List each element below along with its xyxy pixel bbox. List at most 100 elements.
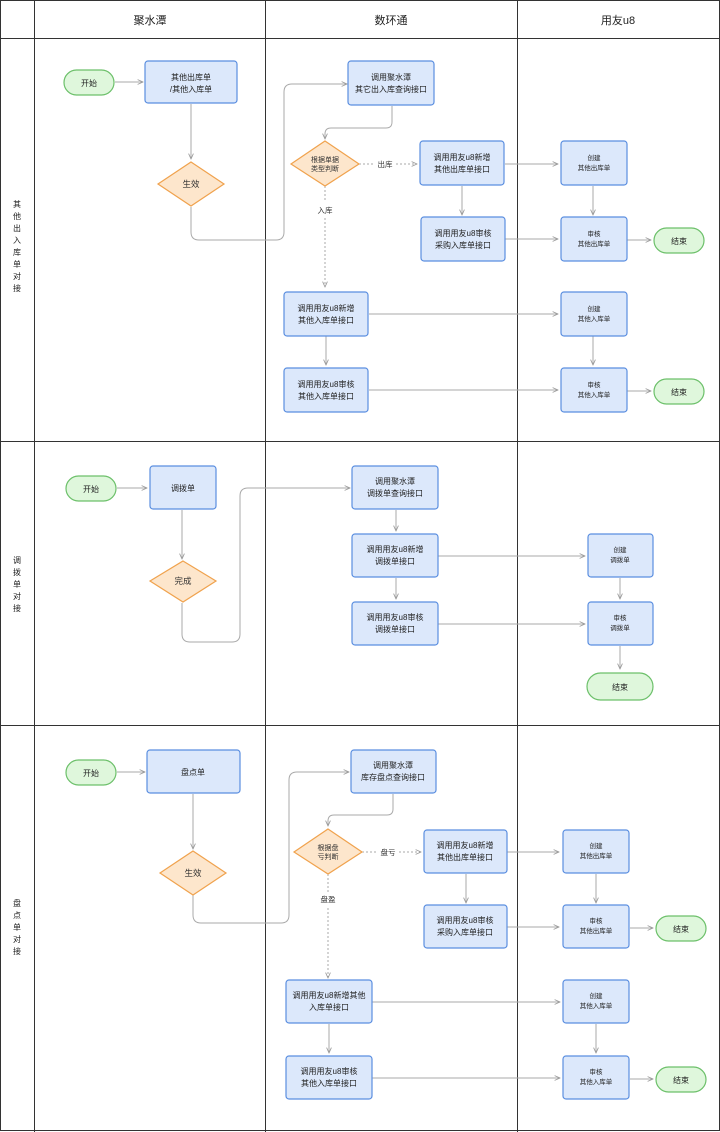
lane3-u8-out-create-node xyxy=(562,829,630,874)
lane1-query-node xyxy=(347,60,435,106)
column-header-yonyou-u8: 用友u8 xyxy=(601,13,635,27)
lane1-out-create-node xyxy=(419,140,505,186)
svg-text:调用用友u8审核: 调用用友u8审核 xyxy=(437,915,494,925)
svg-text:出: 出 xyxy=(13,223,21,233)
lane3-loss-label: 盘亏 xyxy=(381,847,396,857)
svg-text:采购入库单接口: 采购入库单接口 xyxy=(437,927,493,937)
lane3-edges xyxy=(117,772,653,1079)
lane3-u8-in-create-node xyxy=(562,979,630,1024)
lane2-edges xyxy=(117,488,620,669)
lane2-complete-decision xyxy=(148,560,218,603)
column-header-shuhuantong: 数环通 xyxy=(375,14,408,27)
svg-text:开始: 开始 xyxy=(81,78,97,88)
svg-text:创建: 创建 xyxy=(590,841,604,850)
svg-text:盘: 盘 xyxy=(13,898,21,908)
svg-text:调拨单: 调拨单 xyxy=(171,483,195,493)
lane3-end-node-2 xyxy=(655,1066,707,1093)
lane3-start-node xyxy=(65,759,117,786)
svg-text:其他入库单接口: 其他入库单接口 xyxy=(298,315,354,325)
svg-text:其他出库单接口: 其他出库单接口 xyxy=(434,164,490,174)
lane1-u8-out-audit-node xyxy=(560,216,628,262)
lane3-in-create-node xyxy=(285,979,373,1024)
svg-text:审核: 审核 xyxy=(590,1067,604,1076)
lane3-gain-label: 盘盈 xyxy=(321,894,336,904)
lane1-start-node xyxy=(63,69,115,96)
svg-text:调用用友u8新增: 调用用友u8新增 xyxy=(434,152,491,162)
svg-text:调用用友u8审核: 调用用友u8审核 xyxy=(367,612,424,622)
svg-text:调用用友u8审核: 调用用友u8审核 xyxy=(435,228,492,238)
svg-text:/其他入库单: /其他入库单 xyxy=(170,84,212,94)
svg-text:其他入库单: 其他入库单 xyxy=(578,390,611,399)
svg-text:调用用友u8新增其他: 调用用友u8新增其他 xyxy=(293,990,366,1000)
column-header-jushuitan: 聚水潭 xyxy=(134,14,167,27)
svg-text:结束: 结束 xyxy=(671,387,687,397)
svg-text:创建: 创建 xyxy=(614,545,628,554)
lane2-create-node xyxy=(351,533,439,578)
lane2-doc-node xyxy=(149,465,217,510)
svg-text:亏判断: 亏判断 xyxy=(318,852,339,861)
svg-text:生效: 生效 xyxy=(184,868,202,878)
svg-text:调用用友u8新增: 调用用友u8新增 xyxy=(367,544,424,554)
svg-text:审核: 审核 xyxy=(590,916,604,925)
lane3-loss-decision xyxy=(292,828,364,875)
lane1-out-label: 出库 xyxy=(378,159,393,169)
lane1-in-audit-node xyxy=(283,367,369,413)
svg-text:调用聚水潭: 调用聚水潭 xyxy=(375,476,415,486)
svg-text:库存盘点查询接口: 库存盘点查询接口 xyxy=(361,772,425,782)
svg-text:对: 对 xyxy=(13,591,21,601)
svg-text:开始: 开始 xyxy=(83,768,99,778)
svg-text:创建: 创建 xyxy=(590,991,604,1000)
svg-text:其他入库单: 其他入库单 xyxy=(580,1001,613,1010)
svg-text:创建: 创建 xyxy=(588,153,602,162)
svg-text:调拨单: 调拨单 xyxy=(610,555,630,564)
svg-text:其他入库单: 其他入库单 xyxy=(578,314,611,323)
svg-text:其他出库单: 其他出库单 xyxy=(578,163,611,172)
svg-text:其他出库单: 其他出库单 xyxy=(578,239,611,248)
svg-text:其他入库单接口: 其他入库单接口 xyxy=(301,1078,357,1088)
svg-text:调用用友u8审核: 调用用友u8审核 xyxy=(298,379,355,389)
svg-text:入: 入 xyxy=(13,236,21,245)
svg-text:其他出库单: 其他出库单 xyxy=(580,926,613,935)
svg-text:单: 单 xyxy=(13,922,21,932)
svg-text:审核: 审核 xyxy=(588,380,602,389)
lane2-start-node xyxy=(65,475,117,502)
svg-text:对: 对 xyxy=(13,271,21,281)
lane1-u8-out-create-node xyxy=(560,140,628,186)
lane3-query-node xyxy=(350,749,437,794)
svg-text:单: 单 xyxy=(13,579,21,589)
svg-text:根据单据: 根据单据 xyxy=(311,155,339,164)
svg-text:其他出库单接口: 其他出库单接口 xyxy=(437,852,493,862)
lane1-effect-decision xyxy=(156,161,226,207)
lane2-u8-create-node xyxy=(587,533,654,578)
lane3-end-node-1 xyxy=(655,915,707,942)
svg-text:库: 库 xyxy=(13,247,21,257)
lane1-end-node-1 xyxy=(653,227,705,254)
lane1-u8-in-audit-node xyxy=(560,367,628,413)
svg-text:拨: 拨 xyxy=(13,567,21,577)
lane1-end-node-2 xyxy=(653,378,705,405)
svg-text:调用用友u8新增: 调用用友u8新增 xyxy=(298,303,355,313)
svg-text:调用聚水潭: 调用聚水潭 xyxy=(371,72,411,82)
lane1-edges xyxy=(115,82,651,391)
lane1-doc-node xyxy=(144,60,238,104)
lane3-u8-out-audit-node xyxy=(562,904,630,949)
lane2-audit-node xyxy=(351,601,439,646)
svg-text:审核: 审核 xyxy=(588,229,602,238)
svg-text:调: 调 xyxy=(13,556,21,565)
svg-text:调用用友u8新增: 调用用友u8新增 xyxy=(437,840,494,850)
svg-text:接: 接 xyxy=(13,603,21,613)
lane1-in-label: 入库 xyxy=(318,205,333,215)
svg-text:接: 接 xyxy=(13,283,21,293)
svg-text:调拨单查询接口: 调拨单查询接口 xyxy=(367,488,423,498)
svg-text:其他入库单: 其他入库单 xyxy=(580,1077,613,1086)
lane-label-other-io: 其 他 出 入 库 单 对 接 xyxy=(13,200,21,293)
svg-text:调用用友u8审核: 调用用友u8审核 xyxy=(301,1066,358,1076)
svg-text:调拨单接口: 调拨单接口 xyxy=(375,624,415,634)
lane1-out-audit-node xyxy=(420,216,506,262)
svg-text:其它出入库查询接口: 其它出入库查询接口 xyxy=(355,84,427,94)
svg-text:结束: 结束 xyxy=(671,236,687,246)
lane1-in-create-node xyxy=(283,291,369,337)
svg-text:创建: 创建 xyxy=(588,304,602,313)
svg-text:审核: 审核 xyxy=(614,613,628,622)
